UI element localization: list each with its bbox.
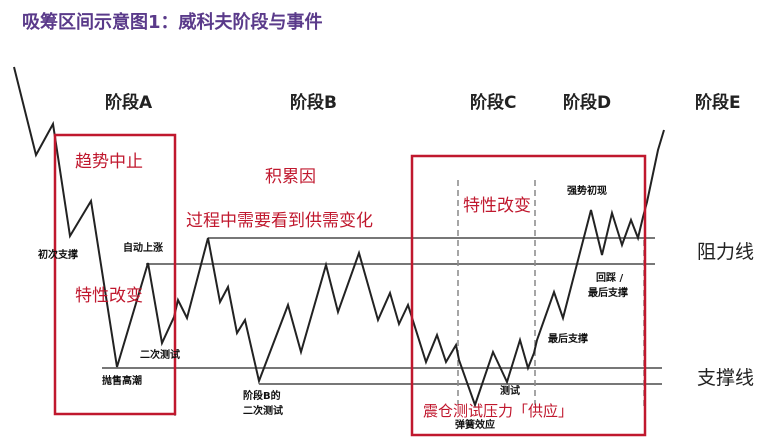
event-last-point-of-support: 最后支撑 (548, 334, 588, 345)
phase-e-label: 阶段E (695, 93, 741, 113)
support-label: 支撑线 (697, 367, 755, 389)
phase-d-label: 阶段D (563, 93, 612, 113)
event-st-phase-b-line1: 阶段B的 (243, 391, 281, 402)
supply-demand-note: 过程中需要看到供需变化 (186, 211, 373, 231)
change-of-character-note-c: 特性改变 (463, 196, 531, 216)
event-sign-of-strength: 强势初现 (567, 186, 607, 197)
phase-a-label: 阶段A (105, 93, 153, 113)
change-of-character-note-a: 特性改变 (75, 286, 143, 306)
phase-c-label: 阶段C (470, 93, 517, 113)
event-test: 测试 (500, 386, 520, 397)
event-preliminary-support: 初次支撑 (38, 250, 78, 261)
event-secondary-test: 二次测试 (140, 350, 180, 361)
resistance-label: 阻力线 (697, 241, 755, 263)
phase-a-highlight-box (53, 133, 177, 416)
event-selling-climax: 抛售高潮 (102, 376, 142, 387)
phase-b-label: 阶段B (290, 93, 337, 113)
event-st-phase-b-line2: 二次测试 (243, 406, 283, 417)
event-backup-line2: 最后支撑 (588, 288, 628, 299)
event-backup-line1: 回踩 / (596, 273, 624, 284)
cause-note: 积累因 (265, 167, 316, 187)
price-path (13, 66, 665, 409)
shakeout-note: 震仓测试压力「供应」 (423, 402, 574, 420)
phase-c-highlight-box (410, 154, 647, 437)
event-automatic-rally: 自动上涨 (123, 243, 163, 254)
trend-stop-note: 趋势中止 (75, 152, 143, 172)
event-spring: 弹簧效应 (455, 420, 495, 431)
diagram-title: 吸筹区间示意图1：威科夫阶段与事件 (22, 12, 323, 33)
